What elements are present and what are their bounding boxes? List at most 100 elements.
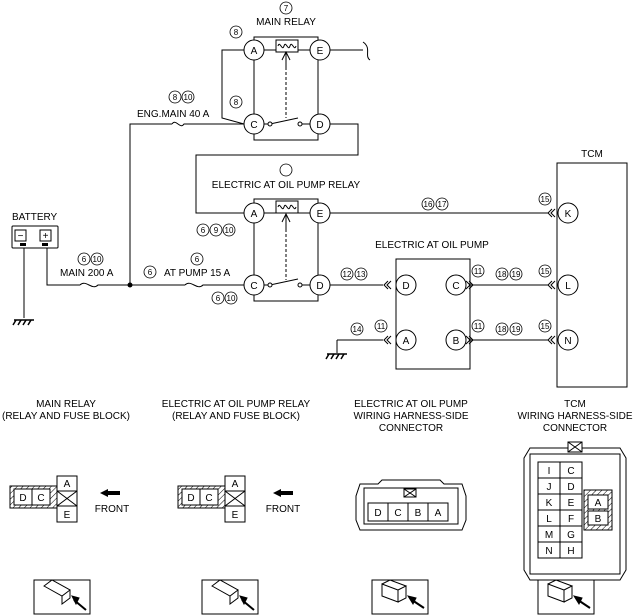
pin-label: L [546, 514, 552, 525]
caption-pump-relay-2: (RELAY AND FUSE BLOCK) [172, 411, 300, 422]
pin-label: H [567, 546, 574, 557]
ref-number: 15 [541, 195, 550, 204]
ref-number: 6 [201, 226, 206, 235]
main-relay-coil [275, 39, 299, 53]
battery-label: BATTERY [12, 212, 58, 223]
fuses [79, 121, 207, 288]
pin-label: C [250, 120, 257, 131]
pin-label: D [316, 281, 323, 292]
at-pump-fuse-label: AT PUMP 15 A [164, 268, 230, 279]
pin-label: D [567, 482, 574, 493]
oil-pump-label: ELECTRIC AT OIL PUMP [375, 240, 489, 251]
ref-number: 15 [541, 267, 550, 276]
ref-number: 16 [424, 200, 433, 209]
front-arrow-icon [273, 489, 293, 497]
front-arrow-icon [100, 489, 120, 497]
oil-pump-box [395, 258, 471, 370]
main-relay-label: MAIN RELAY [256, 17, 316, 28]
caption-pump-1: ELECTRIC AT OIL PUMP [354, 399, 468, 410]
pin-label: A [64, 479, 71, 490]
pin-label: K [546, 498, 553, 509]
ref-number: 10 [184, 93, 193, 102]
pin-label: B [595, 514, 602, 525]
view-direction-icons [33, 579, 595, 615]
ref-number: 11 [377, 322, 386, 331]
pin-label: D [374, 508, 381, 519]
front-label: FRONT [266, 504, 300, 515]
ref-number: 9 [214, 226, 219, 235]
pin-label: I [548, 466, 551, 477]
pin-label: C [394, 508, 401, 519]
pin-label: A [403, 336, 410, 347]
pin-label: G [567, 530, 575, 541]
ref-number: 10 [93, 255, 102, 264]
ref-number: 6 [195, 255, 200, 264]
main-fuse-label: MAIN 200 A [60, 268, 114, 279]
ref-number: 11 [474, 267, 483, 276]
ref-number: 8 [234, 98, 239, 107]
pin-label: N [545, 546, 552, 557]
ref-number: 19 [512, 325, 521, 334]
ref-number: 10 [225, 226, 234, 235]
pin-label: E [317, 46, 324, 57]
caption-tcm-3: CONNECTOR [543, 423, 607, 434]
pin-label: C [37, 493, 44, 504]
pin-label: E [317, 209, 324, 220]
pin-label: D [402, 281, 409, 292]
caption-pump-2: WIRING HARNESS-SIDE [353, 411, 468, 422]
ref-number: 11 [474, 322, 483, 331]
battery-plus: + [43, 231, 49, 242]
ref-number: 18 [498, 270, 507, 279]
pin-label: N [564, 336, 571, 347]
wire-junction [127, 282, 133, 288]
pin-label: E [568, 498, 575, 509]
terminal-pin-labels: A E C D A E C D D C A B K L N [250, 46, 571, 347]
tcm-connector: I C J D K E L F M G N H A B [523, 441, 627, 581]
ref-number: 10 [227, 294, 236, 303]
caption-pump-relay-1: ELECTRIC AT OIL PUMP RELAY [162, 399, 311, 410]
ref-number: 19 [512, 270, 521, 279]
pin-label: J [547, 482, 552, 493]
connector-view-icon [201, 579, 259, 615]
ref-number: 6 [216, 294, 221, 303]
ref-number: 8 [234, 28, 239, 37]
ref-number: 6 [82, 255, 87, 264]
caption-tcm-1: TCM [564, 399, 586, 410]
main-relay-connector: D C A E FRONT [9, 475, 129, 523]
ref-number: 17 [438, 200, 447, 209]
pin-label: K [565, 209, 572, 220]
caption-main-relay-1: MAIN RELAY [36, 399, 96, 410]
pin-label: M [545, 530, 553, 541]
ref-number: 7 [284, 4, 289, 13]
pump-relay-connector: D C A E FRONT [177, 475, 300, 523]
reference-numbers: 7 8 8 10 8 6 9 10 6 10 6 6 6 10 12 13 16… [82, 4, 550, 334]
tcm-box [556, 162, 628, 388]
connector-view-icon [537, 579, 595, 615]
pin-label: E [64, 510, 71, 521]
wires [23, 41, 548, 353]
terminal-pins [243, 39, 579, 351]
ref-number: 18 [498, 325, 507, 334]
caption-tcm-2: WIRING HARNESS-SIDE [517, 411, 632, 422]
pin-label: A [251, 46, 258, 57]
battery-minus: − [18, 231, 24, 242]
eng-main-fuse-label: ENG.MAIN 40 A [137, 109, 210, 120]
ref-number: 13 [357, 270, 366, 279]
connector-view-icon [371, 579, 429, 615]
component-labels: MAIN RELAY ENG.MAIN 40 A ELECTRIC AT OIL… [12, 17, 603, 279]
pin-label: D [316, 120, 323, 131]
pin-label: A [435, 508, 442, 519]
pin-label: A [232, 479, 239, 490]
connector-view-icon [33, 579, 91, 615]
pin-label: B [415, 508, 422, 519]
ref-number: 15 [541, 322, 550, 331]
pin-label: B [453, 336, 460, 347]
ref-number: 6 [148, 268, 153, 277]
pin-label: L [565, 281, 571, 292]
pump-relay-coil [275, 200, 299, 214]
battery-symbol: − + [11, 225, 59, 249]
caption-main-relay-2: (RELAY AND FUSE BLOCK) [2, 411, 130, 422]
pin-label: C [452, 281, 459, 292]
oil-pump-relay-label: ELECTRIC AT OIL PUMP RELAY [212, 180, 361, 191]
